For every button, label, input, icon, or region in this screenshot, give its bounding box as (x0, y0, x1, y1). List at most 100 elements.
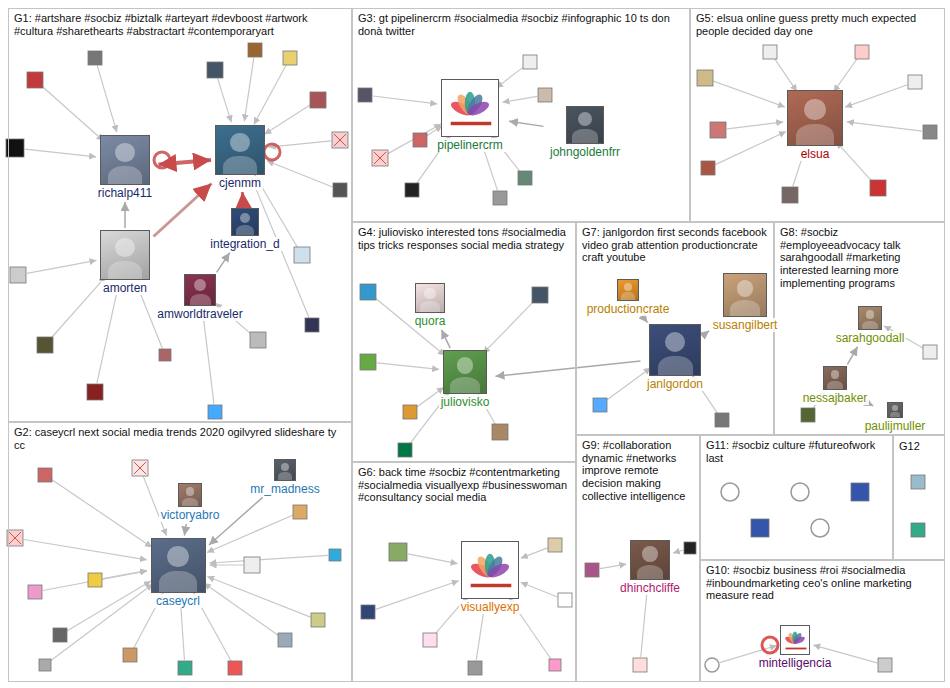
tie-line (218, 79, 232, 123)
tie-line (836, 142, 872, 182)
logo-image (462, 542, 518, 598)
avatar-image (215, 125, 265, 175)
tie-line (600, 564, 626, 569)
avatar-icon (360, 284, 376, 300)
avatar-icon (413, 133, 427, 147)
tie-line (521, 548, 548, 558)
tie-line (97, 66, 117, 133)
avatar-icon (701, 161, 715, 175)
group-panel: G12 (893, 435, 945, 560)
group-header: G3: gt pipelinercrm #socialmedia #socbiz… (354, 10, 688, 39)
group-panel: G4: juliovisko interested tons #socialme… (352, 222, 576, 462)
avatar-icon (492, 424, 508, 440)
group-panel: G6: back time #socbiz #contentmarketing … (352, 462, 576, 682)
tie-line (67, 581, 151, 631)
tie-line (264, 105, 310, 134)
avatar-icon (697, 70, 713, 86)
avatar-icon (244, 557, 260, 573)
vertex-label: amworldtraveler (155, 307, 244, 321)
avatar-icon (538, 88, 552, 102)
tie-line (727, 122, 783, 129)
avatar-icon (911, 475, 925, 489)
vertex: elsua (785, 90, 845, 161)
vertex-label: johngoldenfrr (548, 145, 622, 159)
vertex: janlgordon (643, 324, 708, 391)
avatar-icon (332, 132, 348, 148)
vertex: susangilbert (709, 273, 782, 332)
tie-line (51, 584, 153, 661)
tie-line (713, 81, 784, 107)
vertex: caseycrl (149, 538, 208, 608)
vertex: victoryabro (157, 483, 224, 522)
group-header: G9: #collaboration dynamic #networks imp… (578, 437, 698, 504)
connector (644, 318, 648, 323)
group-panel: G8: #socbiz #employeeadvocacy talk sarah… (774, 222, 945, 435)
tie-line (244, 58, 254, 121)
connector (158, 160, 211, 165)
avatar-icon (762, 637, 778, 653)
avatar-icon (132, 460, 148, 476)
vertex: pipelinercrm (433, 79, 507, 152)
avatar-icon (811, 519, 829, 537)
tie-line (254, 65, 286, 124)
vertex-label: paulijmuller (863, 419, 928, 433)
vertex-label: caseycrl (154, 594, 202, 608)
avatar-icon (633, 658, 647, 672)
avatar-icon (715, 413, 729, 427)
avatar-icon (208, 405, 222, 419)
tie-line (388, 124, 441, 154)
avatar-icon (851, 483, 869, 501)
connector (241, 192, 245, 206)
avatar-icon (523, 55, 537, 69)
tie-line (42, 86, 104, 141)
avatar-icon (923, 345, 937, 359)
connector (509, 121, 544, 126)
avatar-image (461, 541, 519, 599)
group-panel: G5: elsua online guess pretty much expec… (690, 8, 945, 222)
tie-line (847, 122, 922, 131)
vertex: amworldtraveler (153, 274, 247, 321)
avatar-image (787, 90, 843, 146)
avatar-icon (389, 543, 407, 561)
avatar-image (630, 540, 670, 580)
tie-line (52, 479, 152, 547)
group-header: G8: #socbiz #employeeadvocacy talk sarah… (776, 224, 943, 291)
vertex-label: mr_madness (248, 482, 321, 496)
avatar-image (858, 306, 882, 330)
connector (441, 330, 450, 348)
avatar-icon (123, 648, 137, 662)
logo-image (781, 626, 809, 654)
tie-line (503, 96, 538, 102)
avatar-icon (38, 468, 52, 482)
avatar-icon (250, 332, 266, 348)
tie-line (483, 301, 534, 353)
avatar-icon (310, 92, 326, 108)
tie-line (775, 59, 797, 92)
avatar-icon (311, 613, 325, 627)
group-header: G12 (895, 438, 924, 455)
avatar-image (780, 625, 810, 655)
group-panel: G3: gt pipelinercrm #socialmedia #socbiz… (352, 8, 690, 222)
avatar-image (823, 366, 847, 390)
avatar-icon (585, 563, 599, 577)
avatar-icon (791, 483, 809, 501)
vertex: amorten (98, 230, 152, 295)
avatar-icon (518, 171, 532, 185)
avatar-icon (278, 633, 292, 647)
tie-line (377, 363, 439, 369)
vertex: mintelligencia (755, 625, 836, 670)
avatar-icon (264, 144, 280, 160)
avatar-icon (705, 658, 719, 672)
avatar-icon (593, 398, 607, 412)
group-panel: G2: caseycrl next social media trends 20… (8, 422, 352, 682)
vertex: integration_d (206, 208, 284, 251)
tie-line (27, 260, 97, 273)
avatar-image (100, 230, 150, 280)
tie-line (373, 96, 437, 104)
avatar-icon (88, 573, 102, 587)
avatar-icon (423, 633, 437, 647)
vertex-label: productioncrate (585, 302, 672, 316)
avatar-icon (283, 51, 297, 65)
avatar-icon (548, 538, 562, 552)
group-header: G2: caseycrl next social media trends 20… (10, 424, 350, 453)
